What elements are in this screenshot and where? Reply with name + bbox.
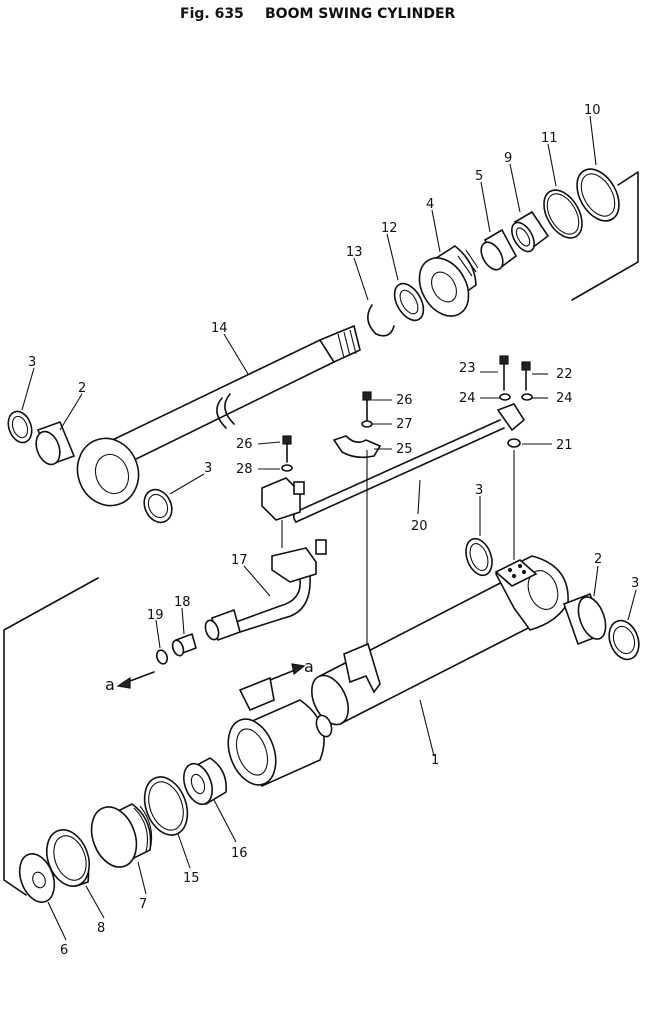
callout-8: 11 — [541, 131, 558, 146]
callout-3-a: 3 — [28, 355, 36, 370]
part-7-ring — [576, 168, 620, 222]
callout-3-c: 3 — [475, 483, 483, 498]
assembly-bracket-left — [3, 577, 99, 896]
callout-labels: 10 11 9 5 4 12 13 14 3 2 3 23 22 24 24 2… — [28, 103, 639, 958]
part-15-ring — [143, 776, 189, 836]
callout-24-a: 24 — [459, 391, 476, 406]
part-2-bushing-b — [562, 592, 607, 646]
callout-28: 28 — [236, 462, 253, 477]
part-2-bushing-a — [35, 420, 76, 466]
part-10-snap-ring — [367, 304, 395, 337]
parts-22-23-bolts — [499, 355, 533, 401]
part-3-ring-b — [143, 488, 173, 524]
part-3-ring-c — [465, 537, 493, 577]
callout-7: 10 — [584, 103, 601, 118]
part-19-o-ring — [155, 649, 169, 665]
part-3-ring-d — [608, 619, 640, 661]
callout-14: 8 — [97, 921, 105, 936]
callout-27: 27 — [396, 417, 413, 432]
callout-19: 19 — [147, 608, 164, 623]
callout-9: 12 — [381, 221, 398, 236]
parts-26-28-bolt — [281, 435, 293, 472]
part-21-o-ring — [507, 438, 521, 560]
part-3-ring-a — [7, 410, 33, 444]
arrow-label-a-left: a — [105, 675, 115, 694]
callout-20: 20 — [411, 519, 428, 534]
callout-21: 21 — [556, 438, 573, 453]
part-13-piston — [90, 803, 153, 868]
parts-25-26-27-clamp — [332, 391, 382, 650]
callout-26-b: 26 — [236, 437, 253, 452]
callout-18: 18 — [174, 595, 191, 610]
arrow-label-a-right: a — [304, 657, 314, 676]
assembly-bracket-top — [571, 171, 639, 301]
callout-11: 14 — [211, 321, 228, 336]
callout-2-a: 2 — [78, 381, 86, 396]
callout-3-d: 3 — [631, 576, 639, 591]
callout-24-b: 24 — [556, 391, 573, 406]
part-6-bushing — [511, 210, 550, 253]
callout-1: 1 — [431, 753, 439, 768]
figure-title: BOOM SWING CYLINDER — [265, 6, 456, 22]
part-18-union — [171, 632, 197, 657]
callout-12: 6 — [60, 943, 68, 958]
callout-2-b: 2 — [594, 552, 602, 567]
callout-23: 23 — [459, 361, 476, 376]
part-4-gland — [418, 245, 479, 317]
callout-5: 5 — [475, 169, 483, 184]
part-11-piston-rod — [76, 324, 361, 507]
callout-13: 7 — [139, 897, 147, 912]
part-1-cylinder-tube — [227, 555, 569, 788]
part-16-nut — [183, 757, 227, 806]
callout-22: 22 — [556, 367, 573, 382]
callout-15: 15 — [183, 871, 200, 886]
part-14-ring — [45, 829, 91, 887]
leader-lines — [21, 115, 637, 941]
callout-26-a: 26 — [396, 393, 413, 408]
part-9-ring — [393, 282, 425, 322]
callout-6: 9 — [504, 151, 512, 166]
part-8-ring — [543, 189, 583, 239]
arrow-a-right — [269, 663, 306, 681]
figure-number: Fig. 635 — [180, 6, 244, 22]
part-12-washer — [18, 853, 56, 903]
part-5-bushing — [480, 228, 518, 271]
callout-4: 4 — [426, 197, 434, 212]
tube-fitting-upper — [261, 477, 305, 548]
arrow-a-left — [116, 671, 155, 689]
callout-10: 13 — [346, 245, 363, 260]
part-17-hose — [204, 539, 327, 642]
part-20-tube — [292, 403, 526, 523]
callout-16: 16 — [231, 846, 248, 861]
callout-17: 17 — [231, 553, 248, 568]
callout-25: 25 — [396, 442, 413, 457]
callout-3-b: 3 — [204, 461, 212, 476]
